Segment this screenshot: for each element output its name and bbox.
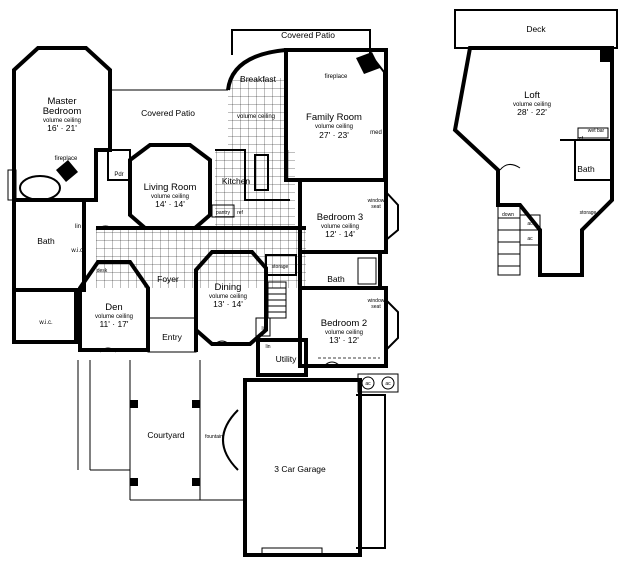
pantry [211, 204, 235, 218]
label-linen-2: lin [261, 326, 266, 332]
door-swings [95, 225, 341, 367]
label-family-dims: 27' · 23' [319, 130, 349, 140]
wet-bar [577, 127, 609, 139]
label-wic-2: w.i.c. [38, 320, 53, 326]
label-dining-dims: 13' · 14' [213, 299, 243, 309]
breakfast-bay [226, 48, 287, 91]
label-linen-3: lin [265, 344, 270, 350]
family-room-bay [369, 53, 385, 180]
label-linen-1: lin [75, 224, 81, 230]
den-walls [78, 260, 150, 352]
label-volume-ceiling-patio: volume ceiling [237, 114, 275, 120]
label-fireplace-family: fireplace [325, 74, 348, 80]
foyer-outline [82, 226, 306, 290]
family-fireplace [356, 52, 380, 74]
label-living-ceiling: volume ceiling [151, 194, 189, 200]
label-utility: Utility [276, 354, 298, 364]
label-bath-2: Bath [327, 274, 345, 284]
loft-walls [452, 46, 614, 277]
label-family-room: Family Room [306, 112, 362, 123]
label-ac-2: ac [385, 381, 391, 387]
label-master-1: Master [47, 96, 76, 107]
utility-room [256, 338, 308, 377]
label-down: down [502, 212, 514, 218]
label-bath-master: Bath [37, 236, 55, 246]
wic2-walls [12, 288, 78, 344]
covered-patio-top-outline [231, 29, 371, 55]
label-bedroom3: Bedroom 3 [317, 212, 363, 223]
label-garage: 3 Car Garage [274, 464, 326, 474]
labels: Covered Patio Master Bedroom volume ceil… [37, 24, 604, 474]
label-window-seat-1a: window [368, 198, 385, 204]
loft-bath [560, 139, 612, 181]
bedroom3-bay [385, 191, 399, 241]
entry-porch [147, 317, 197, 353]
label-kitchen: Kitchen [222, 176, 251, 186]
label-loft-ceiling: volume ceiling [513, 102, 551, 108]
storage-closet [265, 254, 297, 276]
label-storage-main: storage [272, 264, 289, 270]
label-bedroom2: Bedroom 2 [321, 318, 367, 329]
master-fireplace [56, 160, 78, 182]
label-foyer: Foyer [157, 274, 179, 284]
label-pantry: pantry [216, 210, 230, 216]
loft-stairs [497, 204, 521, 276]
label-deck: Deck [526, 24, 546, 34]
label-loft-dims: 28' · 22' [517, 107, 547, 117]
label-wet-bar: wet bar [588, 128, 605, 134]
loft-floor [452, 9, 618, 277]
garage [243, 373, 399, 557]
label-master-2: Bedroom [43, 106, 82, 117]
label-breakfast: Breakfast [240, 74, 277, 84]
label-family-ceiling: volume ceiling [315, 124, 353, 130]
label-entry: Entry [162, 332, 183, 342]
label-covered-patio-mid: Covered Patio [141, 108, 195, 118]
label-pdr: Pdr [114, 172, 123, 178]
tile-floor [96, 78, 306, 288]
label-wic-1: w.i.c. [70, 248, 85, 254]
label-living-room: Living Room [144, 182, 197, 193]
bath2-tub [357, 257, 377, 285]
living-room-walls [128, 143, 212, 230]
bedroom2-bay [385, 299, 399, 351]
label-fountain: fountain [205, 434, 223, 440]
linen-closet-3 [255, 317, 271, 337]
label-dining-ceiling: volume ceiling [209, 294, 247, 300]
label-window-seat-1b: seat [371, 204, 381, 210]
label-den: Den [105, 302, 122, 313]
label-bedroom2-ceiling: volume ceiling [325, 330, 363, 336]
label-dining: Dining [215, 282, 242, 293]
label-living-dims: 14' · 14' [155, 199, 185, 209]
label-loft: Loft [524, 90, 540, 101]
label-ref-loft: ref [577, 136, 583, 142]
main-floor [7, 29, 399, 557]
label-master-dims: 16' · 21' [47, 123, 77, 133]
label-master-ceiling: volume ceiling [43, 118, 81, 124]
label-bedroom3-dims: 12' · 14' [325, 229, 355, 239]
label-den-dims: 11' · 17' [99, 319, 128, 329]
main-stairs [267, 281, 287, 319]
label-fireplace-master: fireplace [55, 156, 78, 162]
label-window-seat-2b: seat [371, 304, 381, 310]
label-ac-3: ac [527, 221, 533, 227]
bedroom2-walls [298, 286, 388, 368]
bathtub [19, 175, 61, 201]
dining-walls [194, 250, 268, 346]
label-ref: ref [237, 210, 243, 216]
label-storage-loft: storage [580, 210, 597, 216]
label-window-seat-2a: window [368, 298, 385, 304]
kitchen-counter [215, 149, 290, 201]
label-den-ceiling: volume ceiling [95, 314, 133, 320]
label-bath-loft: Bath [577, 164, 595, 174]
label-bedroom3-ceiling: volume ceiling [321, 224, 359, 230]
pdr-walls [107, 149, 131, 181]
label-covered-patio-top: Covered Patio [281, 30, 335, 40]
label-ac-4: ac [527, 236, 533, 242]
label-med: med [370, 130, 382, 136]
label-bedroom2-dims: 13' · 12' [329, 335, 359, 345]
label-ac-1: ac [365, 381, 371, 387]
label-courtyard: Courtyard [147, 430, 185, 440]
label-desk: desk [97, 268, 108, 274]
